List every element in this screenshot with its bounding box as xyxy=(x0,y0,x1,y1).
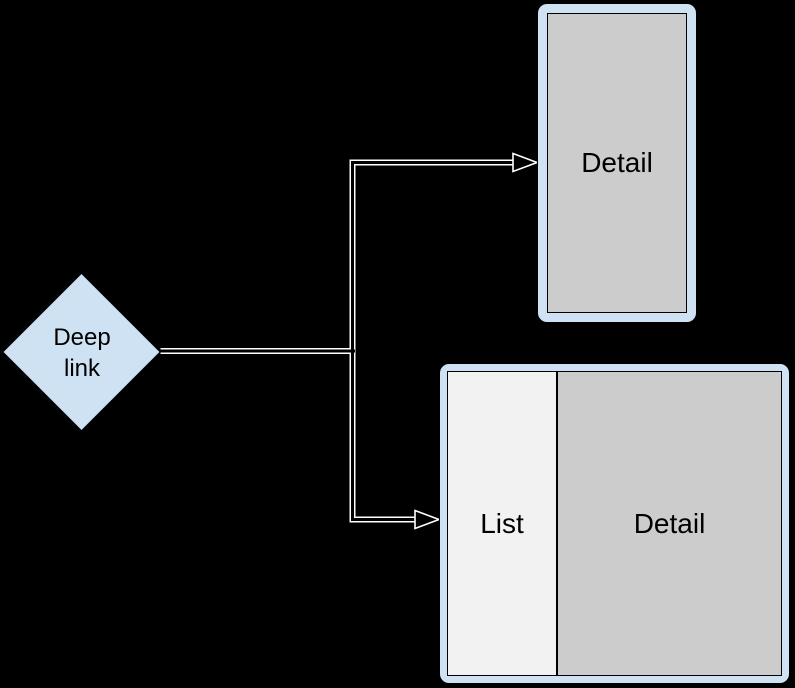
arrowhead-to-tablet xyxy=(414,509,442,530)
phone-detail-node: Detail xyxy=(537,3,697,323)
tablet-list-label: List xyxy=(480,507,524,539)
phone-detail-screen: Detail xyxy=(547,13,687,313)
arrowhead-to-phone xyxy=(512,152,540,173)
tablet-detail-pane: Detail xyxy=(558,372,781,675)
arrow-core-pass xyxy=(160,161,514,521)
tablet-detail-label: Detail xyxy=(633,507,706,539)
arrow-branches-core xyxy=(351,161,514,521)
tablet-list-detail-node: List Detail xyxy=(439,363,790,684)
deep-link-node-label: Deep link xyxy=(53,324,111,382)
phone-detail-label: Detail xyxy=(581,147,653,178)
tablet-list-pane: List xyxy=(448,372,558,675)
deep-link-diamond-shape xyxy=(1,271,162,433)
tablet-screen: List Detail xyxy=(447,371,782,676)
